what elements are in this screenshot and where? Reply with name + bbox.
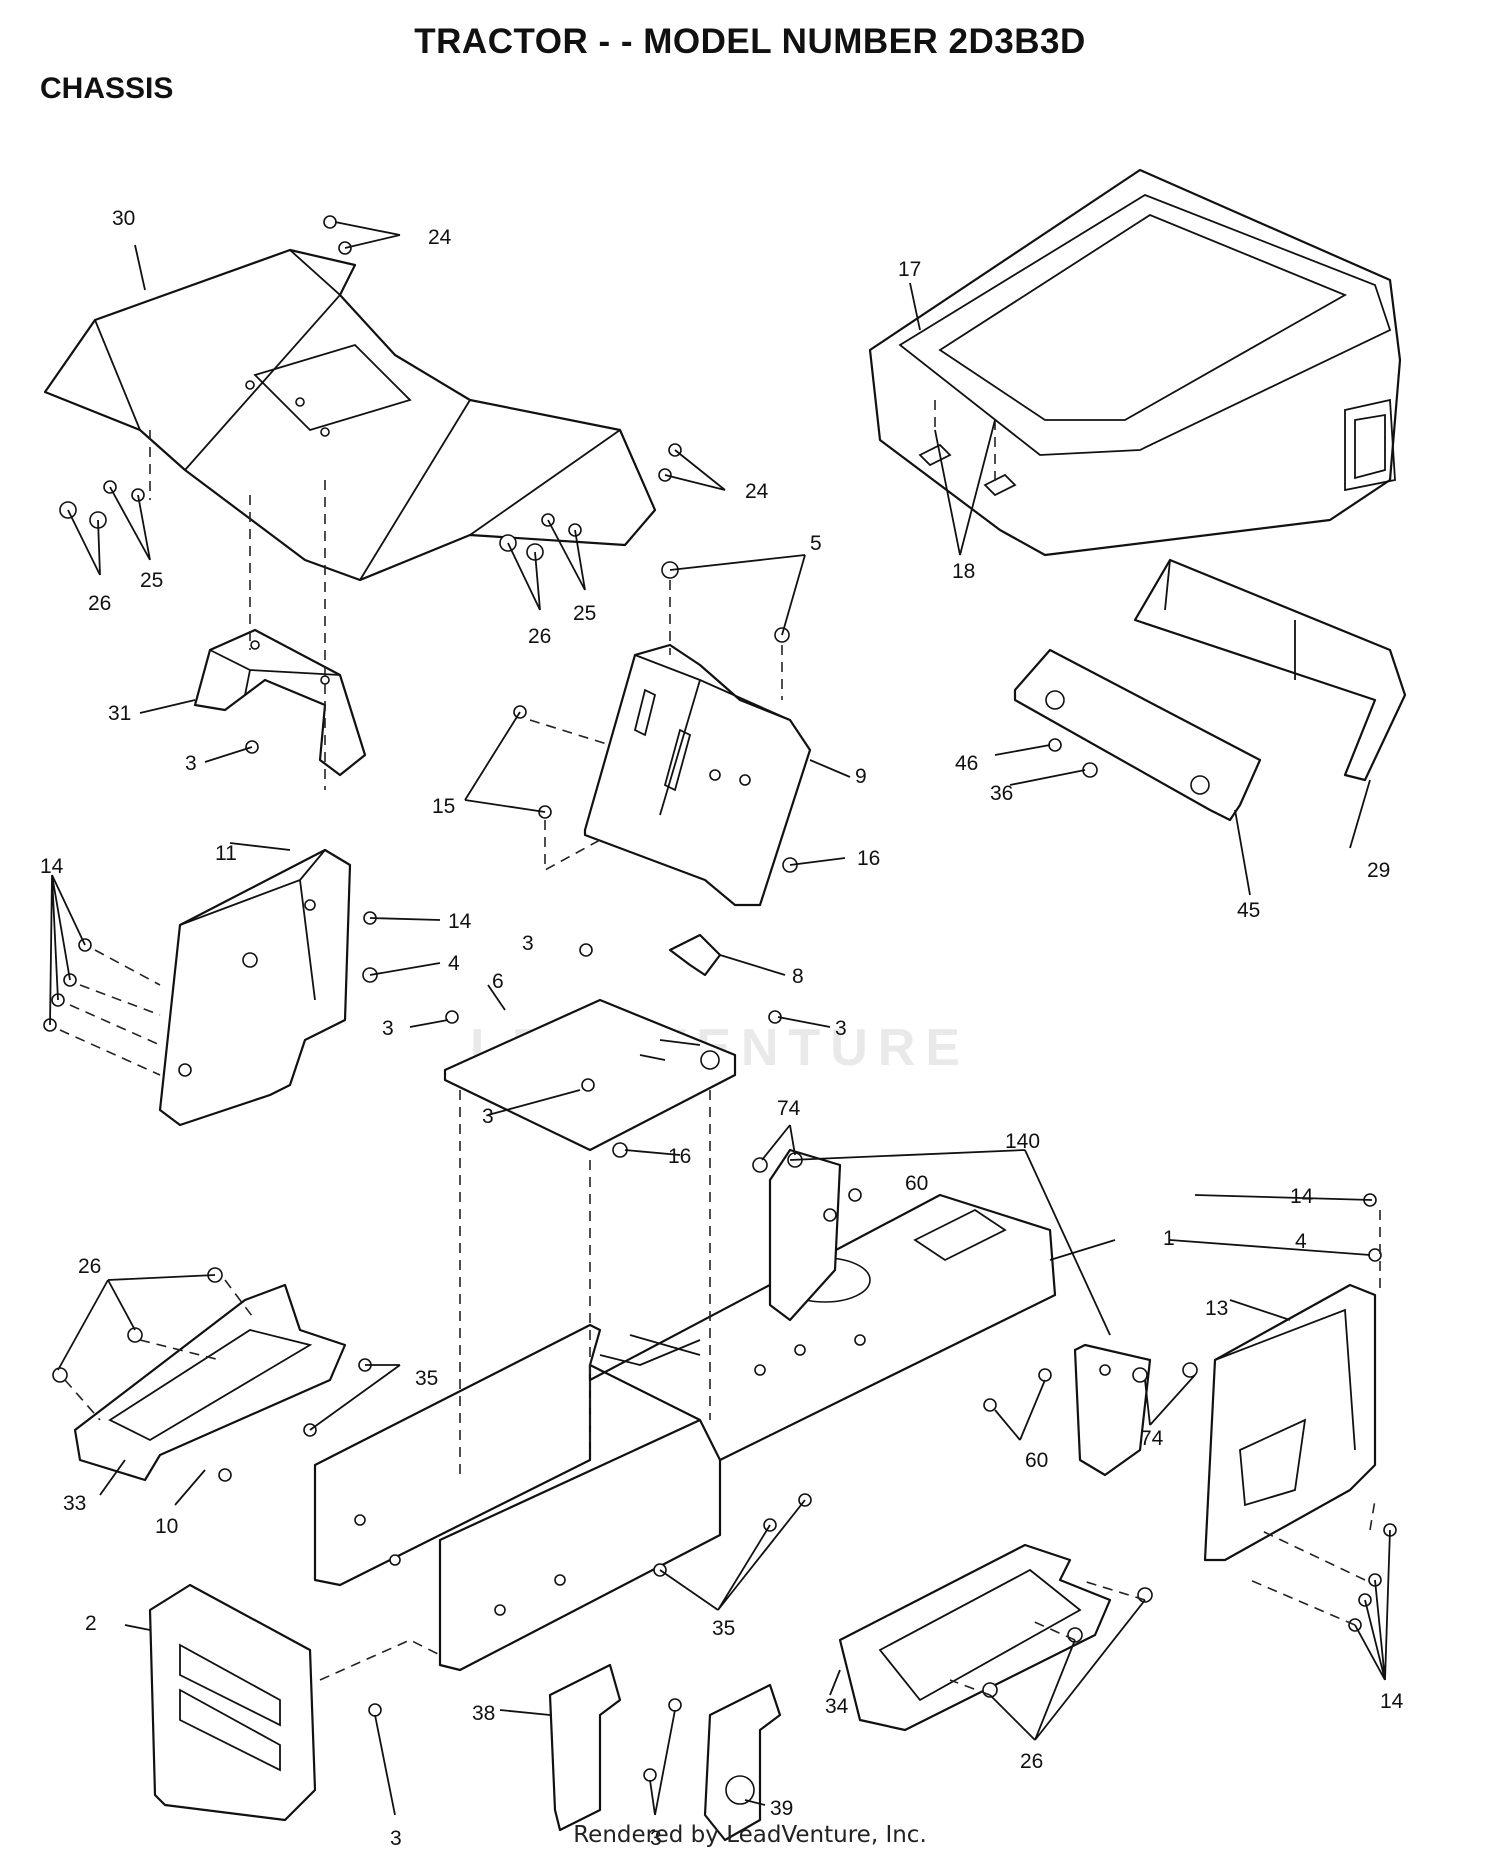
callout-5: 5	[810, 532, 822, 555]
callout-14: 14	[40, 855, 64, 878]
callout-33: 33	[63, 1492, 86, 1515]
callout-3: 3	[835, 1017, 847, 1040]
callout-29: 29	[1367, 859, 1390, 882]
page-title: TRACTOR - - MODEL NUMBER 2D3B3D	[414, 22, 1086, 61]
callout-15: 15	[432, 795, 455, 818]
callout-26: 26	[1020, 1750, 1043, 1773]
callout-24: 24	[745, 480, 769, 503]
callout-74: 74	[1140, 1427, 1164, 1450]
callout-24: 24	[428, 226, 452, 249]
callout-14: 14	[1380, 1690, 1404, 1713]
part-31-bracket	[193, 628, 367, 777]
callout-9: 9	[855, 765, 867, 788]
part-6-plate	[443, 998, 737, 1152]
callout-1: 1	[1163, 1227, 1175, 1250]
part-39-bracket	[703, 1683, 782, 1842]
callout-14: 14	[448, 910, 472, 933]
callout-3: 3	[185, 752, 197, 775]
callout-3: 3	[482, 1105, 494, 1128]
callout-3: 3	[522, 932, 534, 955]
callout-35: 35	[712, 1617, 735, 1640]
callout-3: 3	[382, 1017, 394, 1040]
part-11-side-panel	[158, 848, 352, 1127]
callout-36: 36	[990, 782, 1013, 805]
callout-30: 30	[112, 207, 135, 230]
callout-14: 14	[1290, 1185, 1314, 1208]
callout-16: 16	[857, 847, 880, 870]
callout-60: 60	[1025, 1449, 1048, 1472]
callout-11: 11	[215, 842, 237, 865]
part-8-clip	[668, 933, 722, 977]
callout-3: 3	[390, 1827, 402, 1850]
part-9-seat-bracket	[583, 643, 812, 907]
callout-60: 60	[905, 1172, 928, 1195]
callout-10: 10	[155, 1515, 178, 1538]
part-38-bracket	[548, 1663, 622, 1832]
leader-lines	[49, 221, 1391, 1816]
part-17-fender-pan	[868, 168, 1402, 557]
section-title: CHASSIS	[40, 72, 174, 105]
callout-13: 13	[1205, 1297, 1228, 1320]
callout-140: 140	[1005, 1130, 1040, 1153]
part-2-bracket	[148, 1583, 317, 1822]
part-13-side-panel	[1203, 1283, 1377, 1562]
callout-25: 25	[140, 569, 163, 592]
part-33-footrest	[73, 1283, 347, 1482]
callout-18: 18	[952, 560, 975, 583]
callout-6: 6	[492, 970, 504, 993]
callout-25: 25	[573, 602, 596, 625]
callout-74: 74	[777, 1097, 801, 1120]
callout-8: 8	[792, 965, 804, 988]
part-30-rear-fender	[43, 248, 657, 582]
callout-34: 34	[825, 1695, 849, 1718]
part-29-panel	[1133, 558, 1407, 782]
footer-credit: Rendered by LeadVenture, Inc.	[573, 1822, 927, 1848]
callout-26: 26	[528, 625, 551, 648]
callout-3: 3	[650, 1827, 662, 1850]
callout-39: 39	[770, 1797, 793, 1820]
callout-31: 31	[108, 702, 131, 725]
part-140-bracket	[768, 1148, 1152, 1477]
callout-46: 46	[955, 752, 978, 775]
callout-26: 26	[78, 1255, 101, 1278]
callouts: 30 24 17 24 25 26 5 18 26 25 31 3 15 9 4…	[40, 207, 1404, 1850]
callout-45: 45	[1237, 899, 1260, 922]
part-45-bracket	[1013, 648, 1262, 822]
callout-26: 26	[88, 592, 111, 615]
callout-16: 16	[668, 1145, 691, 1168]
callout-2: 2	[85, 1612, 97, 1635]
callout-38: 38	[472, 1702, 495, 1725]
callout-35: 35	[415, 1367, 438, 1390]
assembly-lines	[59, 400, 1381, 1696]
callout-17: 17	[898, 258, 921, 281]
callout-4: 4	[1295, 1230, 1307, 1253]
part-1-frame	[313, 1193, 1057, 1672]
callout-4: 4	[448, 952, 460, 975]
part-34-footrest	[838, 1543, 1112, 1732]
